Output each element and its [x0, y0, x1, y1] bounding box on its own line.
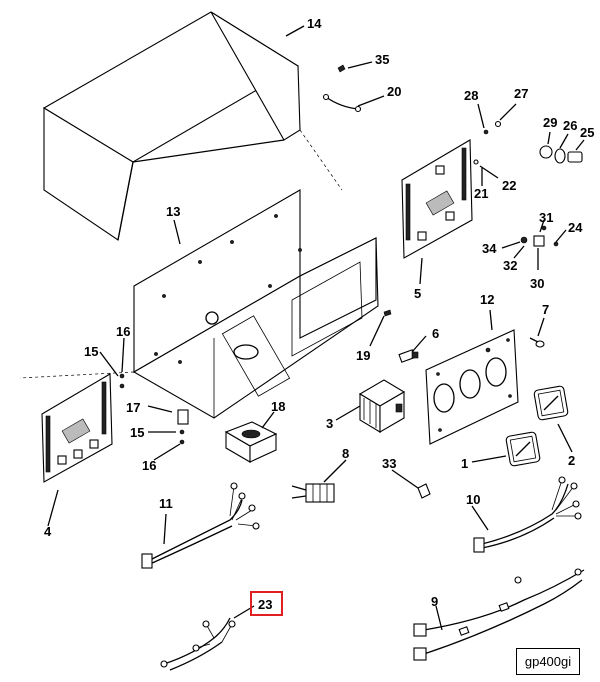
clip-part-33	[417, 483, 431, 499]
callout-30: 30	[530, 276, 544, 291]
chassis-part-13	[19, 189, 379, 419]
callout-16-bottom: 16	[142, 458, 156, 473]
callout-9: 9	[431, 594, 438, 609]
callout-5: 5	[414, 286, 421, 301]
callout-35: 35	[375, 52, 389, 67]
callout-14: 14	[307, 16, 322, 31]
standoff-parts-15-16-17	[119, 373, 189, 445]
callout-8: 8	[342, 446, 349, 461]
meter-part-1	[505, 431, 541, 467]
lamp-part-7	[529, 337, 545, 348]
callout-20: 20	[387, 84, 401, 99]
callout-7: 7	[542, 302, 549, 317]
callout-27: 27	[514, 86, 528, 101]
callout-29: 29	[543, 115, 557, 130]
hardware-parts-right	[473, 120, 583, 247]
callout-6: 6	[432, 326, 439, 341]
diagram-code-label: gp400gi	[516, 648, 580, 675]
callout-34: 34	[482, 241, 497, 256]
meter-part-2	[533, 385, 569, 421]
callout-15-bottom: 15	[130, 425, 144, 440]
leader-arrows	[47, 25, 585, 631]
callout-31: 31	[539, 210, 553, 225]
bracket-part-20	[322, 93, 362, 113]
callout-12: 12	[480, 292, 494, 307]
screw-part-19	[383, 309, 392, 317]
callout-1: 1	[461, 456, 468, 471]
callout-33: 33	[382, 456, 396, 471]
callout-4: 4	[44, 524, 52, 539]
harness-part-23	[160, 617, 236, 671]
callout-labels: 14 35 20 28 27 29 26 25 21 22 13 31 34 2…	[44, 16, 594, 612]
callout-23: 23	[258, 597, 272, 612]
front-panel-part-12	[425, 329, 519, 445]
callout-13: 13	[166, 204, 180, 219]
callout-11: 11	[159, 496, 173, 511]
callout-2: 2	[568, 453, 575, 468]
callout-18: 18	[271, 399, 285, 414]
harness-part-10	[473, 476, 582, 553]
harness-part-9	[413, 568, 585, 661]
callout-16-top: 16	[116, 324, 130, 339]
connector-part-8	[291, 483, 335, 503]
callout-3: 3	[326, 416, 333, 431]
grommet-part-18	[224, 421, 278, 463]
rotary-switch-part-3	[358, 379, 406, 433]
circuit-board-part-4	[41, 373, 113, 483]
indicator-part-6	[398, 349, 419, 363]
callout-32: 32	[503, 258, 517, 273]
cover-part-14	[42, 11, 343, 241]
callout-26: 26	[563, 118, 577, 133]
harness-part-11	[141, 482, 260, 569]
callout-22: 22	[502, 178, 516, 193]
callout-15-top: 15	[84, 344, 98, 359]
circuit-board-part-5	[401, 139, 473, 259]
highlight-box-callout-23	[250, 591, 283, 616]
callout-21: 21	[474, 186, 488, 201]
callout-28: 28	[464, 88, 478, 103]
callout-17: 17	[126, 400, 140, 415]
callout-10: 10	[466, 492, 480, 507]
callout-25: 25	[580, 125, 594, 140]
screw-part-35	[337, 64, 346, 73]
callout-19: 19	[356, 348, 370, 363]
callout-24: 24	[568, 220, 583, 235]
